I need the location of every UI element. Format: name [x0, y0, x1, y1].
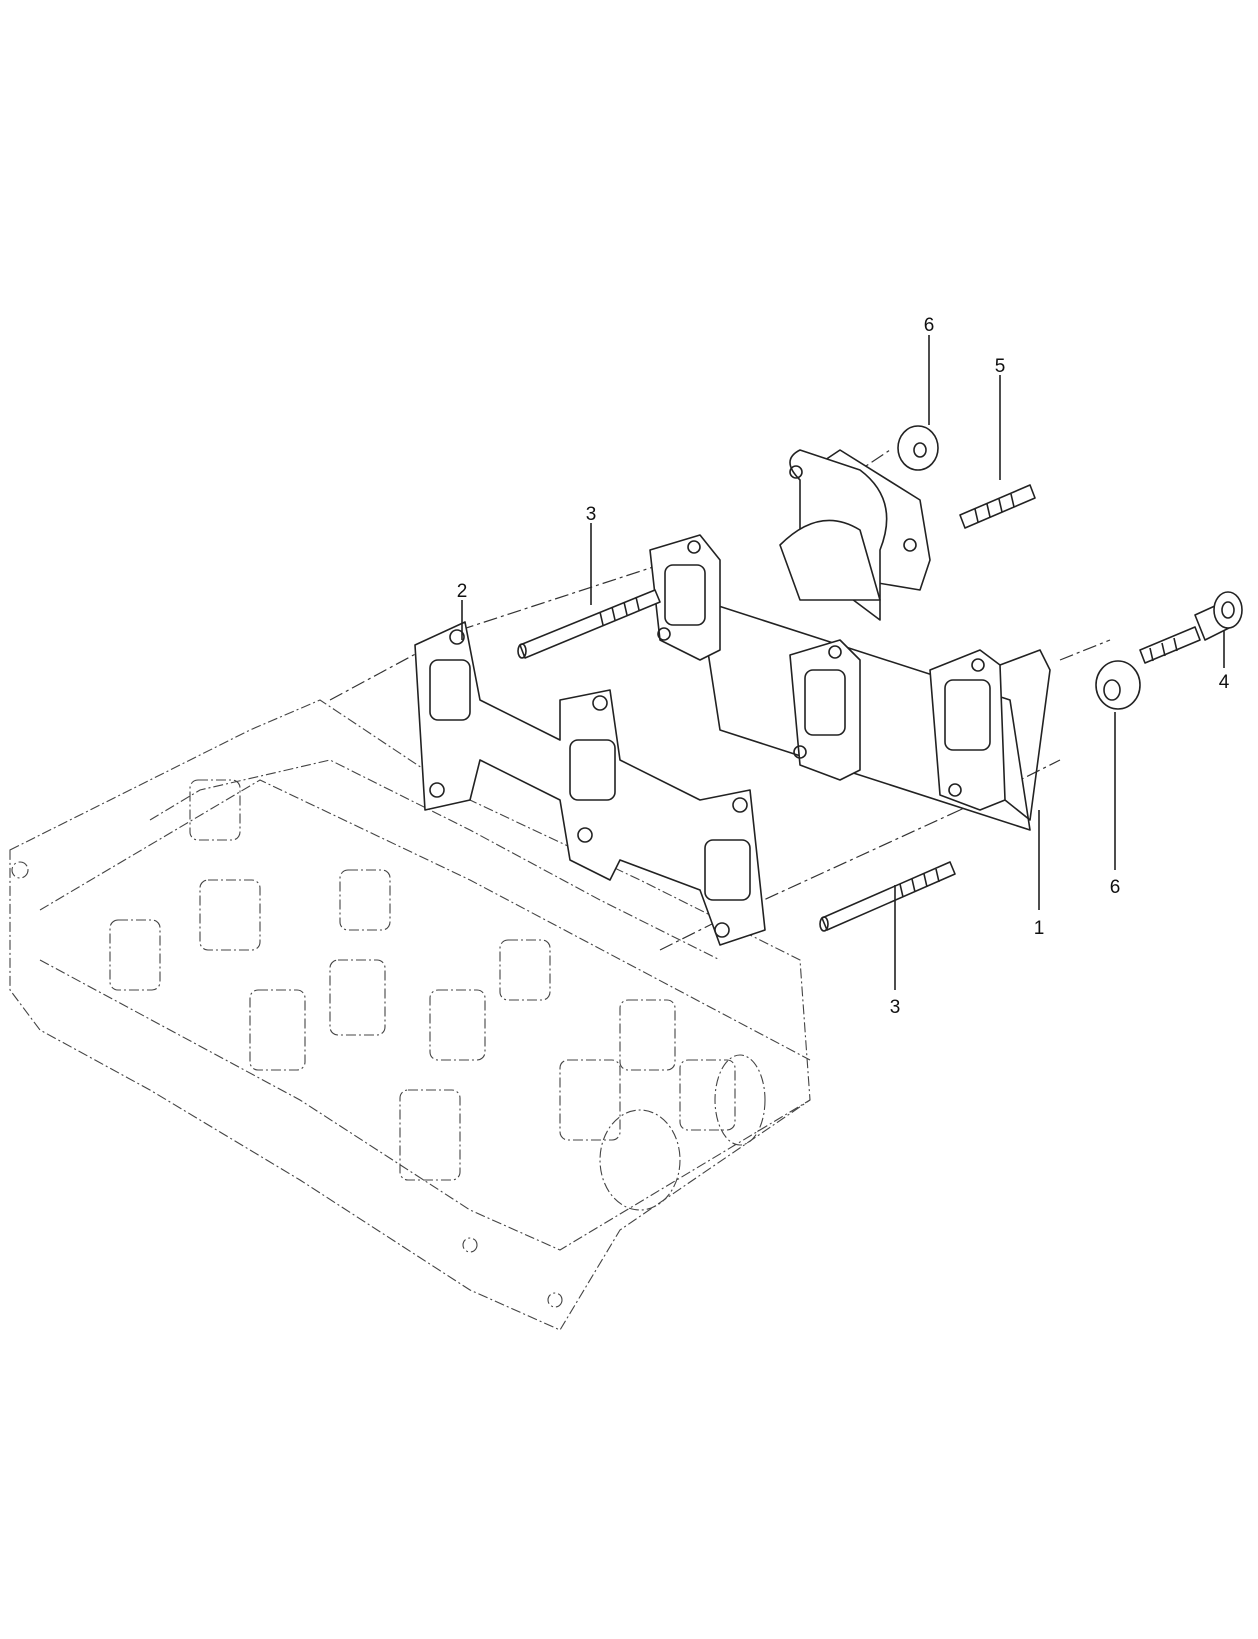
flange-nut-upper: [897, 425, 939, 471]
flange-bolt: [1139, 591, 1243, 664]
callout-1: 1: [1034, 918, 1045, 939]
leader-lines: [461, 335, 1225, 990]
stud-5: [959, 484, 1036, 529]
callout-6-upper: 6: [924, 315, 935, 336]
stud-lower: [819, 861, 956, 932]
stud-upper: [517, 589, 661, 659]
callout-3-upper: 3: [586, 504, 597, 525]
callout-3-lower: 3: [890, 997, 901, 1018]
callout-4: 4: [1219, 672, 1230, 693]
manifold-gasket: [414, 621, 766, 946]
exhaust-manifold: [649, 449, 1051, 831]
flange-nut-lower: [1095, 660, 1141, 710]
callout-2: 2: [457, 581, 468, 602]
callout-5: 5: [995, 356, 1006, 377]
callout-6-lower: 6: [1110, 877, 1121, 898]
cylinder-head: [9, 699, 811, 1331]
